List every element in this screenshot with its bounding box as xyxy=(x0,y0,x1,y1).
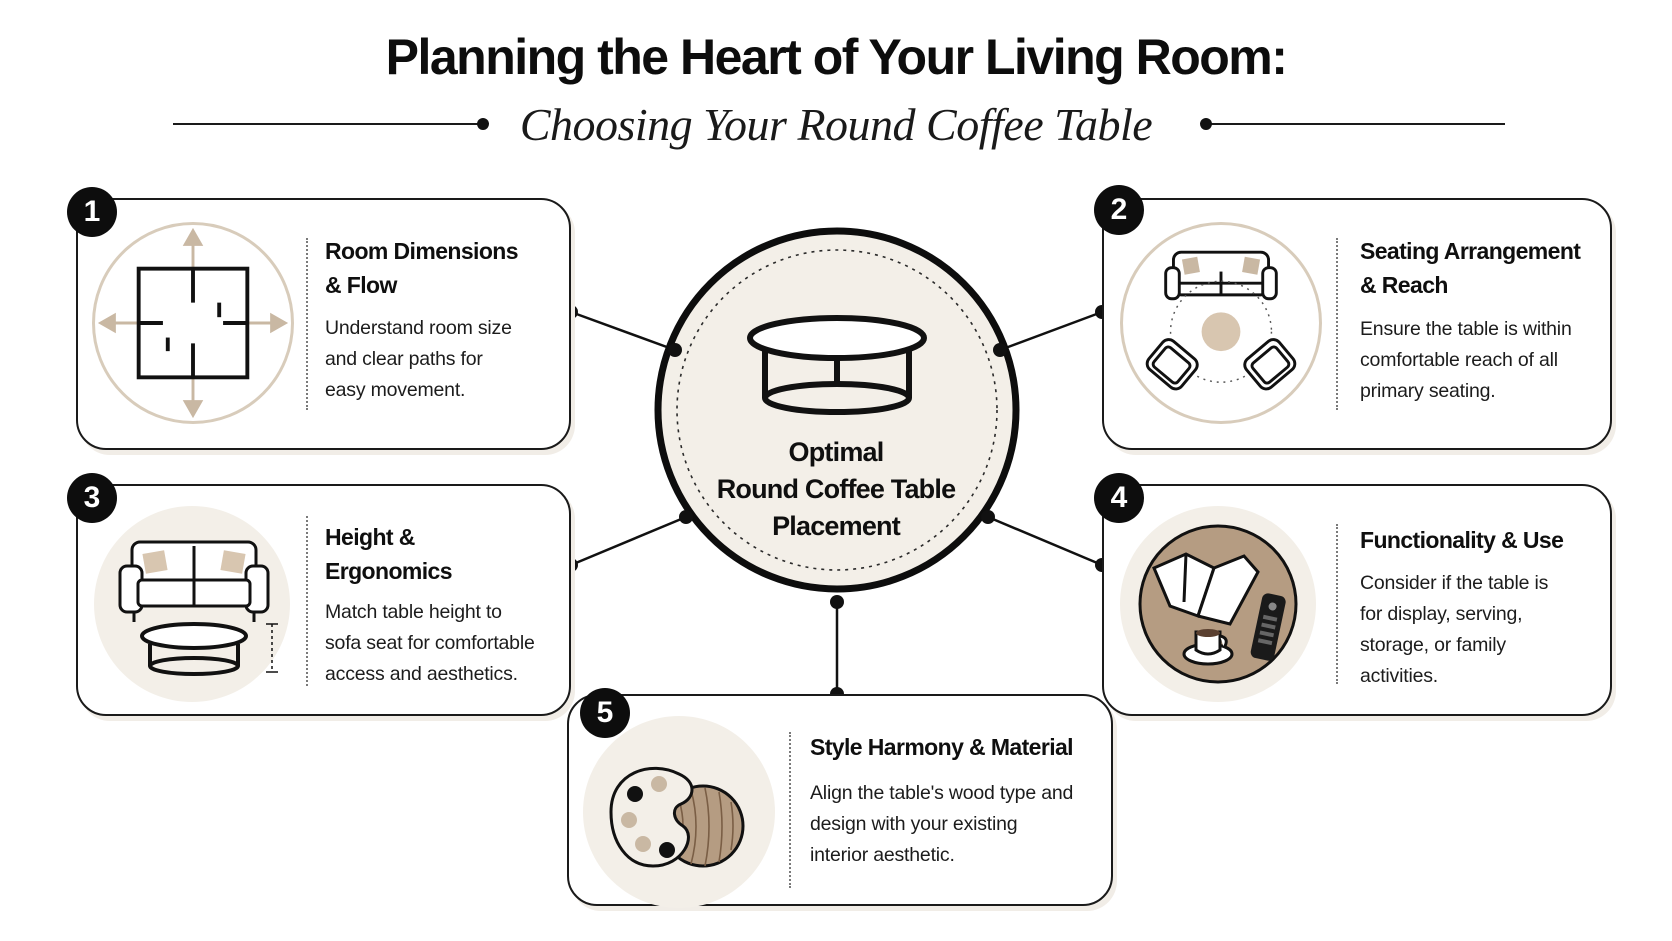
card-divider xyxy=(306,516,308,686)
step-badge: 1 xyxy=(67,187,117,237)
card-divider xyxy=(306,238,308,410)
card-desc-line: interior aesthetic. xyxy=(810,844,955,866)
card-title-line: Seating Arrangement xyxy=(1360,238,1581,264)
card-divider xyxy=(1336,524,1338,684)
card-description: Match table height to sofa seat for comf… xyxy=(325,597,565,690)
card-functionality-use: Functionality & Use Consider if the tabl… xyxy=(1102,484,1612,716)
card-desc-line: easy movement. xyxy=(325,379,466,401)
card-divider xyxy=(1336,238,1338,410)
card-title-line: Functionality & Use xyxy=(1360,527,1564,553)
card-description: Understand room size and clear paths for… xyxy=(325,313,565,406)
card-desc-line: Ensure the table is within xyxy=(1360,318,1572,340)
page-title: Planning the Heart of Your Living Room: xyxy=(385,29,1288,85)
card-title-line: Height & xyxy=(325,524,415,550)
card-title-line: Ergonomics xyxy=(325,558,453,584)
card-height-ergonomics: Height & Ergonomics Match table height t… xyxy=(76,484,571,716)
card-title-line: & Flow xyxy=(325,272,397,298)
card-title: Height & Ergonomics xyxy=(325,520,565,588)
center-label-line: Placement xyxy=(772,511,901,541)
seating-layout-icon xyxy=(1120,222,1322,424)
card-desc-line: Match table height to xyxy=(325,601,502,623)
card-desc-line: activities. xyxy=(1360,665,1438,687)
card-title: Seating Arrangement & Reach xyxy=(1360,234,1610,302)
card-seating-arrangement: Seating Arrangement & Reach Ensure the t… xyxy=(1102,198,1612,450)
card-description: Align the table's wood type and design w… xyxy=(810,778,1110,871)
card-divider xyxy=(789,732,791,888)
card-style-harmony: Style Harmony & Material Align the table… xyxy=(567,694,1113,908)
step-badge: 3 xyxy=(67,473,117,523)
card-desc-line: Understand room size xyxy=(325,317,512,339)
card-description: Ensure the table is within comfortable r… xyxy=(1360,314,1610,407)
card-desc-line: design with your existing xyxy=(810,813,1018,835)
page-subtitle: Choosing Your Round Coffee Table xyxy=(519,99,1153,150)
card-title: Room Dimensions & Flow xyxy=(325,234,565,302)
center-label-line: Optimal xyxy=(788,437,885,467)
card-room-dimensions: Room Dimensions & Flow Understand room s… xyxy=(76,198,571,450)
step-badge: 5 xyxy=(580,688,630,738)
card-desc-line: for display, serving, xyxy=(1360,603,1523,625)
card-desc-line: comfortable reach of all xyxy=(1360,349,1558,371)
sofa-height-icon xyxy=(94,506,290,702)
step-badge: 2 xyxy=(1094,185,1144,235)
card-title-line: Style Harmony & Material xyxy=(810,734,1074,760)
card-desc-line: Consider if the table is xyxy=(1360,572,1549,594)
card-desc-line: primary seating. xyxy=(1360,380,1496,402)
card-title-line: & Reach xyxy=(1360,272,1448,298)
card-title: Functionality & Use xyxy=(1360,523,1610,557)
card-desc-line: storage, or family xyxy=(1360,634,1506,656)
center-label: Optimal Round Coffee Table Placement xyxy=(695,434,977,545)
tabletop-items-icon xyxy=(1120,506,1316,702)
round-coffee-table-icon xyxy=(747,315,927,415)
card-title: Style Harmony & Material xyxy=(810,730,1110,764)
card-desc-line: and clear paths for xyxy=(325,348,483,370)
card-desc-line: sofa seat for comfortable xyxy=(325,632,535,654)
floor-plan-icon xyxy=(92,222,294,424)
card-title-line: Room Dimensions xyxy=(325,238,519,264)
palette-wood-icon xyxy=(583,716,775,908)
center-hub xyxy=(654,227,1020,609)
card-desc-line: Align the table's wood type and xyxy=(810,782,1074,804)
step-badge: 4 xyxy=(1094,473,1144,523)
card-description: Consider if the table is for display, se… xyxy=(1360,568,1610,692)
card-desc-line: access and aesthetics. xyxy=(325,663,518,685)
center-label-line: Round Coffee Table xyxy=(716,474,956,504)
